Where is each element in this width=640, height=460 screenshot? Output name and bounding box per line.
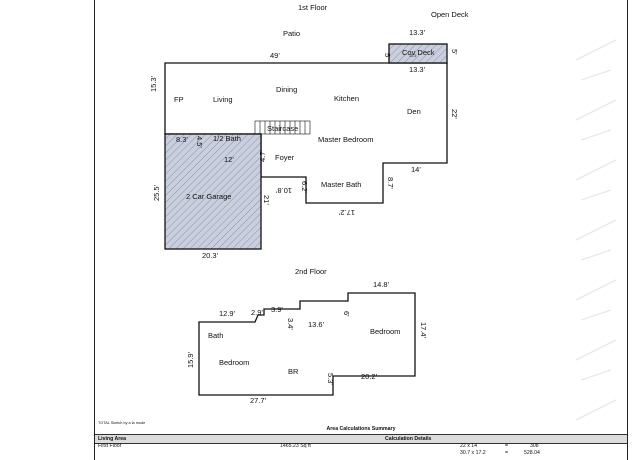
page-border-left — [94, 0, 95, 460]
dim-4-7: 4.7' — [258, 150, 267, 162]
staircase-shape — [254, 120, 311, 135]
garage-shape — [164, 133, 262, 250]
dim-22: 22' — [450, 109, 459, 119]
dim-4-5: 4.5' — [195, 136, 204, 148]
first-floor-title: 1st Floor — [298, 3, 328, 12]
dim-25-5: 25.5' — [152, 184, 161, 201]
dim-3-9: 3.9' — [271, 305, 283, 314]
dim-12: 12' — [224, 155, 234, 164]
dim-15-3: 15.3' — [149, 75, 158, 92]
first-floor-row-label: First Floor — [98, 443, 122, 449]
bath-label: Bath — [208, 331, 223, 340]
watermark-graphic — [575, 39, 617, 421]
living-label: Living — [213, 95, 233, 104]
dim-5-3: 5.3' — [326, 373, 335, 385]
area-calculations-summary: TOTAL Sketch by a la mode Area Calculati… — [95, 421, 627, 460]
dim-2-9: 2.9' — [251, 308, 263, 317]
den-label: Den — [407, 107, 421, 116]
master-bath-label: Master Bath — [321, 180, 361, 189]
patio-label: Patio — [283, 29, 300, 38]
dim-12-9: 12.9' — [219, 309, 236, 318]
calc-2-eq: = — [505, 450, 509, 456]
fp-label: FP — [174, 95, 184, 104]
cov-deck-label: Cov Deck — [402, 48, 435, 57]
dim-14: 14' — [411, 165, 421, 174]
dim-14-8: 14.8' — [373, 280, 390, 289]
calc-1-eq: = — [505, 443, 509, 449]
dim-17-2: 17.2' — [338, 208, 355, 217]
open-deck-label: Open Deck — [431, 10, 469, 19]
dim-27-7: 27.7' — [250, 396, 267, 405]
dim-5-right: 5' — [450, 49, 459, 55]
br-label: BR — [288, 367, 299, 376]
dim-15-9: 15.9' — [186, 351, 195, 368]
first-floor-area: 1465.23 Sq ft — [280, 443, 311, 449]
calc-2-expr: 30.7 x 17.2 — [460, 450, 486, 456]
dim-49: 49' — [270, 51, 280, 60]
dim-10-8: 10.8' — [275, 186, 292, 195]
staircase-label: Staircase — [267, 124, 298, 133]
dim-6-2: 6.2' — [300, 181, 309, 193]
dim-17-4: 17.4' — [419, 322, 428, 339]
second-floor-title: 2nd Floor — [295, 267, 327, 276]
second-floor-outline — [198, 292, 416, 396]
living-area-header: Living Area — [98, 436, 127, 442]
dim-13-3-top: 13.3' — [409, 28, 426, 37]
dim-13-6: 13.6' — [308, 320, 325, 329]
dim-20-3: 20.3' — [202, 251, 219, 260]
bedroom-left-label: Bedroom — [219, 358, 249, 367]
dim-3-4: 3.4' — [286, 318, 295, 330]
dim-8-7: 8.7' — [386, 177, 395, 189]
calc-2-val: 528.04 — [524, 450, 540, 456]
dim-6: 6' — [342, 311, 351, 317]
half-bath-label: 1/2 Bath — [213, 134, 241, 143]
foyer-label: Foyer — [275, 153, 295, 162]
master-bedroom-label: Master Bedroom — [318, 135, 373, 144]
dining-label: Dining — [276, 85, 297, 94]
dim-20-2: 20.2' — [361, 372, 378, 381]
calc-1-expr: 22 x 14 — [460, 443, 478, 449]
sketch-credit: TOTAL Sketch by a la mode — [98, 421, 146, 425]
garage-label: 2 Car Garage — [186, 192, 231, 201]
dim-5-left: 5' — [383, 53, 392, 59]
summary-header-row: Living Area Calculation Details — [95, 434, 627, 444]
covered-deck-shape — [388, 43, 448, 64]
page-border-right — [627, 0, 628, 460]
calculation-details-header: Calculation Details — [385, 436, 432, 442]
bedroom-right-label: Bedroom — [370, 327, 400, 336]
dim-8-3: 8.3' — [176, 135, 188, 144]
calc-1-val: 308 — [530, 443, 539, 449]
dim-21: 21' — [262, 195, 271, 205]
kitchen-label: Kitchen — [334, 94, 359, 103]
dim-13-3-bottom: 13.3' — [409, 65, 426, 74]
dim-13-3-inner: 13.3' — [409, 54, 417, 58]
summary-title: Area Calculations Summary — [326, 426, 396, 432]
